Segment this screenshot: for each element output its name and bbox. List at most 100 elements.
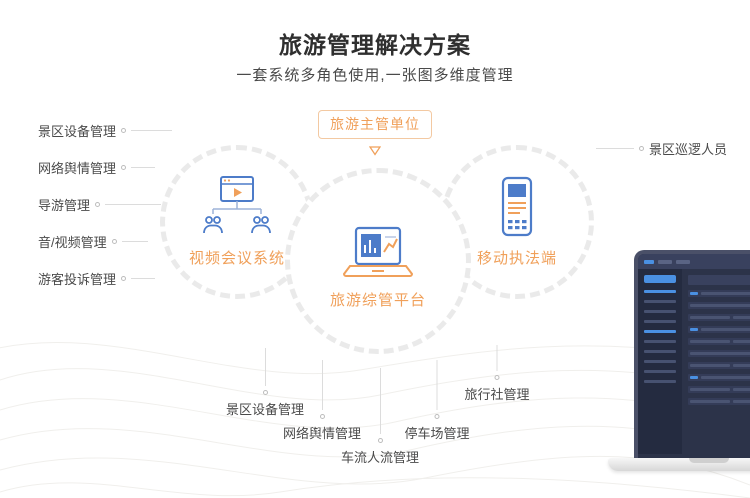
table-row <box>688 290 750 297</box>
left-module-row: 景区设备管理 <box>38 122 173 139</box>
connector-dot <box>377 438 383 443</box>
page-title: 旅游管理解决方案 <box>279 32 471 58</box>
node-label-mobile-enforcement: 移动执法端 <box>476 250 557 267</box>
table-row <box>688 350 750 357</box>
connector-dot <box>95 201 101 207</box>
connector-dot <box>121 275 127 281</box>
connector-dot <box>121 127 127 133</box>
connector-line <box>121 240 148 242</box>
node-label-platform: 旅游综管平台 <box>329 292 426 309</box>
topbar-menu-chip <box>658 259 672 264</box>
sidebar-item <box>644 310 676 313</box>
topbar-menu-chip <box>676 259 690 264</box>
table-row <box>688 326 750 333</box>
bottom-module-col: 停车场管理 <box>404 360 470 442</box>
module-label: 游客投诉管理 <box>38 271 117 287</box>
table-cell <box>690 388 730 391</box>
sidebar-item <box>644 340 676 343</box>
sidebar-item <box>644 300 676 303</box>
module-label: 景区设备管理 <box>38 123 117 139</box>
node-platform: 旅游综管平台 <box>285 168 471 354</box>
connector-line <box>436 360 438 410</box>
table-row <box>688 398 750 405</box>
table-cell <box>732 340 750 343</box>
table-cell <box>701 292 750 295</box>
sidebar-item <box>644 370 676 373</box>
module-label: 车流人流管理 <box>340 450 420 465</box>
laptop-base <box>608 458 750 471</box>
connector-line <box>321 360 323 410</box>
table-cell <box>690 400 730 403</box>
connector-line <box>496 345 498 371</box>
table-row <box>688 374 750 381</box>
table-cell <box>732 400 750 403</box>
dashboard-topbar <box>638 254 750 269</box>
table-cell <box>690 328 698 331</box>
module-label: 停车场管理 <box>404 426 470 441</box>
connector-line <box>596 147 634 149</box>
laptop-screen <box>634 250 750 458</box>
sidebar-item <box>644 320 676 323</box>
laptop-notch <box>689 458 729 463</box>
laptop-analytics-icon <box>342 226 414 277</box>
video-conference-icon <box>203 176 271 234</box>
connector-line <box>105 203 162 205</box>
right-module-row: 景区巡逻人员 <box>596 140 728 157</box>
sidebar-item <box>644 380 676 383</box>
sidebar-item <box>644 360 676 363</box>
table-row <box>688 314 750 321</box>
table-cell <box>690 304 750 307</box>
laptop-mockup <box>608 250 750 490</box>
module-label: 音/视频管理 <box>38 234 107 250</box>
down-arrow-icon <box>369 146 381 156</box>
sidebar-item <box>644 330 676 333</box>
connector-dot <box>121 164 127 170</box>
connector-dot <box>111 238 117 244</box>
module-label: 导游管理 <box>38 197 91 213</box>
table-cell <box>732 364 750 367</box>
node-label-video-conference: 视频会议系统 <box>188 250 285 267</box>
module-label: 网络舆情管理 <box>38 160 117 176</box>
module-label: 景区巡逻人员 <box>649 141 728 157</box>
table-row <box>688 386 750 393</box>
table-cell <box>690 364 730 367</box>
table-cell <box>690 352 750 355</box>
left-module-row: 网络舆情管理 <box>38 159 156 176</box>
connector-dot <box>319 414 325 419</box>
left-module-row: 游客投诉管理 <box>38 270 156 287</box>
sidebar-item <box>644 350 676 353</box>
connector-dot <box>494 375 500 380</box>
table-cell <box>690 376 698 379</box>
topbar-logo-chip <box>644 259 654 264</box>
content-header <box>688 275 750 285</box>
dashboard-body <box>638 269 750 454</box>
table-cell <box>701 376 750 379</box>
connector-line <box>264 348 266 386</box>
authority-box: 旅游主管单位 <box>318 110 432 139</box>
table-cell <box>732 316 750 319</box>
bottom-module-col: 旅行社管理 <box>464 345 530 403</box>
sidebar-item <box>644 290 676 293</box>
connector-line <box>379 368 381 434</box>
connector-line <box>131 277 156 279</box>
handheld-terminal-icon <box>501 176 533 237</box>
left-module-row: 导游管理 <box>38 196 162 213</box>
table-row <box>688 302 750 309</box>
sidebar-button <box>644 275 676 283</box>
table-row <box>688 338 750 345</box>
connector-line <box>131 166 156 168</box>
dashboard-content <box>682 269 750 454</box>
dashboard-sidebar <box>638 269 682 454</box>
connector-dot <box>434 414 440 419</box>
table-cell <box>690 292 698 295</box>
connector-dot <box>639 145 644 151</box>
connector-dot <box>262 390 268 395</box>
connector-line <box>131 129 173 131</box>
table-cell <box>701 328 750 331</box>
module-label: 旅行社管理 <box>464 387 530 402</box>
table-row <box>688 362 750 369</box>
left-module-row: 音/视频管理 <box>38 233 148 250</box>
table-cell <box>690 316 730 319</box>
page-subtitle: 一套系统多角色使用,一张图多维度管理 <box>236 67 514 84</box>
